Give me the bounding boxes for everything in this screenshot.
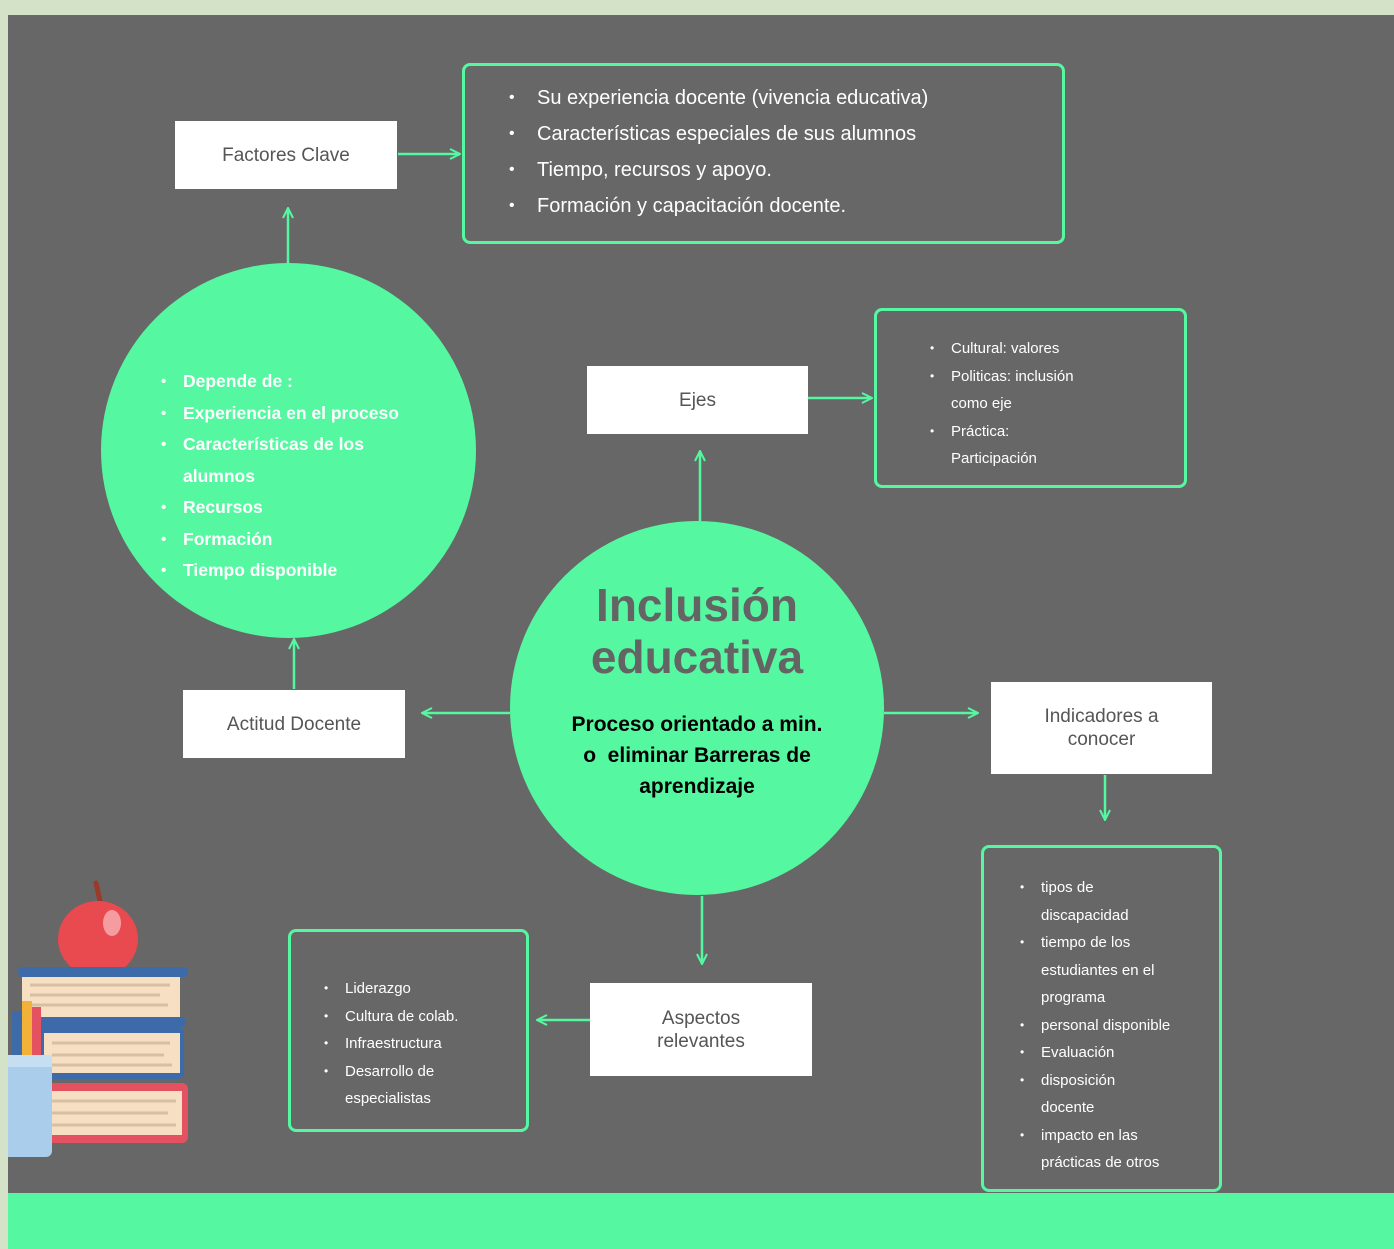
list-item-continuation: estudiantes en el	[1041, 961, 1155, 979]
ejes-list-box: Cultural: valores Politicas: inclusión c…	[874, 308, 1187, 488]
list-item: Cultura de colab.	[321, 1003, 458, 1031]
factores-list-box: Su experiencia docente (vivencia educati…	[462, 63, 1065, 244]
list-item: Experiencia en el proceso	[161, 398, 399, 430]
list-item-continuation: Participación	[951, 450, 1037, 467]
list-item: Características de los	[161, 429, 399, 461]
list-item: Cultural: valores	[927, 335, 1074, 363]
list-item: tiempo de los	[1017, 929, 1170, 957]
list-item-continuation: prácticas de otros	[1041, 1154, 1160, 1171]
ejes-box: Ejes	[587, 366, 808, 434]
indicadores-label-line: Indicadores a	[1044, 706, 1159, 727]
books-apple-pencils-icon	[8, 880, 188, 1157]
footer-bar	[8, 1193, 1394, 1249]
list-item-continuation: especialistas	[345, 1090, 431, 1107]
list-item: Infraestructura	[321, 1030, 458, 1058]
list-item: Evaluación	[1017, 1039, 1170, 1067]
list-item: Tiempo disponible	[161, 555, 399, 587]
list-item: Liderazgo	[321, 975, 458, 1003]
list-item-continuation: programa	[1041, 989, 1106, 1006]
factores-clave-label: Factores Clave	[222, 144, 350, 166]
actitud-details-circle: Depende de : Experiencia en el proceso C…	[101, 263, 476, 638]
indicadores-list-box: tipos de discapacidad tiempo de los estu…	[981, 845, 1222, 1192]
ejes-list: Cultural: valores Politicas: inclusión c…	[927, 335, 1074, 473]
aspectos-list: Liderazgo Cultura de colab. Infraestruct…	[321, 975, 458, 1113]
list-item: Formación	[161, 524, 399, 556]
list-item: Depende de :	[161, 366, 399, 398]
aspectos-box: Aspectos relevantes	[590, 983, 812, 1076]
aspectos-label-line: Aspectos	[661, 1007, 741, 1029]
indicadores-label-line: conocer	[1067, 729, 1136, 750]
actitud-docente-box: Actitud Docente	[183, 690, 405, 758]
list-item-continuation: como eje	[951, 395, 1012, 412]
central-title-line: educativa	[590, 631, 804, 683]
list-item: impacto en las	[1017, 1122, 1170, 1150]
list-item: Formación y capacitación docente.	[501, 188, 928, 224]
indicadores-list: tipos de discapacidad tiempo de los estu…	[1017, 874, 1170, 1177]
list-item: Características especiales de sus alumno…	[501, 116, 928, 152]
list-item-continuation: discapacidad	[1041, 906, 1129, 924]
aspectos-label-line: relevantes	[657, 1030, 745, 1052]
factores-clave-box: Factores Clave	[175, 121, 397, 189]
ejes-label: Ejes	[679, 389, 716, 411]
list-item: personal disponible	[1017, 1012, 1170, 1040]
central-subtitle-line: aprendizaje	[639, 775, 755, 798]
central-title-line: Inclusión	[596, 579, 798, 631]
list-item: Su experiencia docente (vivencia educati…	[501, 80, 928, 116]
factores-list: Su experiencia docente (vivencia educati…	[501, 80, 928, 224]
connector-arrows	[8, 15, 1394, 1249]
list-item-continuation: docente	[1041, 1099, 1095, 1116]
list-item: Desarrollo de	[321, 1058, 458, 1086]
actitud-list: Depende de : Experiencia en el proceso C…	[161, 366, 399, 587]
indicadores-box: Indicadores a conocer	[991, 682, 1212, 774]
list-item: Tiempo, recursos y apoyo.	[501, 152, 928, 188]
central-subtitle-line: Proceso orientado a min.	[571, 713, 823, 736]
diagram-canvas: Factores Clave Su experiencia docente (v…	[8, 15, 1394, 1249]
list-item: tipos de	[1017, 874, 1170, 902]
list-item: Politicas: inclusión	[927, 363, 1074, 391]
list-item: Recursos	[161, 492, 399, 524]
central-title: Inclusión educativa	[510, 579, 884, 683]
central-subtitle: Proceso orientado a min. o eliminar Barr…	[510, 709, 884, 802]
list-item-continuation: alumnos	[183, 465, 255, 486]
inclusion-central-circle: Inclusión educativa Proceso orientado a …	[510, 521, 884, 895]
list-item: disposición	[1017, 1067, 1170, 1095]
aspectos-list-box: Liderazgo Cultura de colab. Infraestruct…	[288, 929, 529, 1132]
central-subtitle-line: o eliminar Barreras de	[583, 744, 811, 767]
actitud-docente-label: Actitud Docente	[226, 713, 362, 735]
list-item: Práctica:	[927, 418, 1074, 446]
